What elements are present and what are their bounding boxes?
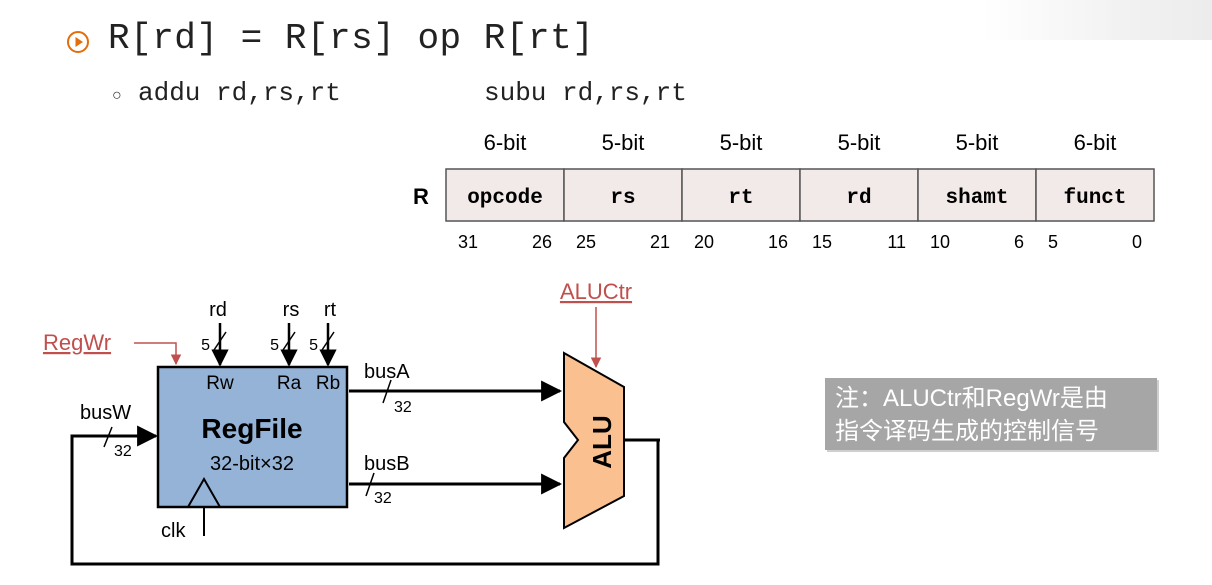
regfile-name: RegFile xyxy=(201,413,302,444)
regfile-box xyxy=(156,365,349,509)
note-line-2: 指令译码生成的控制信号 xyxy=(835,418,1099,445)
field-width-shamt: 5-bit xyxy=(956,130,999,155)
instruction-addu: addu rd,rs,rt xyxy=(138,78,341,108)
field-width-rs: 5-bit xyxy=(602,130,645,155)
regfile-block: RegFile 32-bit×32 Rw Ra Rb xyxy=(156,365,349,509)
bit-hi-rs: 25 xyxy=(576,232,596,252)
regfile-size: 32-bit×32 xyxy=(210,453,294,475)
busw-label: busW xyxy=(80,402,131,424)
field-name-funct: funct xyxy=(1063,187,1126,210)
play-circle-icon xyxy=(67,31,89,53)
note-line-1: 注：ALUCtr和RegWr是由 xyxy=(835,385,1108,412)
bit-hi-funct: 5 xyxy=(1048,232,1058,252)
rd-width: 5 xyxy=(201,337,210,354)
bit-hi-shamt: 10 xyxy=(930,232,950,252)
rs-width: 5 xyxy=(270,337,279,354)
bit-lo-shamt: 6 xyxy=(1014,232,1024,252)
r-format-table: R 6-bit 5-bit 5-bit 5-bit 5-bit 6-bit op… xyxy=(413,130,1155,252)
field-name-rs: rs xyxy=(610,187,635,210)
clk-label: clk xyxy=(161,520,186,542)
input-rd-label: rd xyxy=(209,299,227,321)
regwr-label: RegWr xyxy=(43,330,111,355)
field-name-rt: rt xyxy=(728,187,753,210)
bit-lo-opcode: 26 xyxy=(532,232,552,252)
busw-width: 32 xyxy=(114,443,132,460)
rt-width: 5 xyxy=(309,337,318,354)
bus-a: busA 32 xyxy=(349,361,563,416)
input-rs-label: rs xyxy=(283,299,300,321)
alu-shape xyxy=(563,351,625,530)
field-width-opcode: 6-bit xyxy=(484,130,527,155)
clock-input: clk xyxy=(161,507,205,542)
rd-width-slash xyxy=(213,331,227,351)
register-inputs: rd rs rt 5 5 5 xyxy=(201,299,337,367)
busa-width-slash xyxy=(382,379,392,404)
busa-width: 32 xyxy=(394,399,412,416)
busw-width-slash xyxy=(103,426,113,448)
alu-label: ALU xyxy=(587,415,617,468)
busw-path: busW 32 xyxy=(70,402,660,566)
bit-hi-opcode: 31 xyxy=(458,232,478,252)
busw-wire xyxy=(70,425,660,566)
alu-block: ALUCtr ALU xyxy=(560,279,660,530)
port-rb: Rb xyxy=(316,373,340,394)
field-cell-rs xyxy=(563,168,683,222)
bit-hi-rt: 20 xyxy=(694,232,714,252)
bullet-circle-icon: ○ xyxy=(112,87,122,104)
busb-width-slash xyxy=(365,472,375,497)
field-name-rd: rd xyxy=(846,187,871,210)
busb-label: busB xyxy=(364,453,410,475)
bit-hi-rd: 15 xyxy=(812,232,832,252)
note-box: 注：ALUCtr和RegWr是由 指令译码生成的控制信号 xyxy=(825,378,1157,450)
regwr-signal: RegWr xyxy=(43,330,182,366)
field-cell-funct xyxy=(1035,168,1155,222)
formula-heading: R[rd] = R[rs] op R[rt] xyxy=(108,18,595,59)
busb-width: 32 xyxy=(374,490,392,507)
field-width-rd: 5-bit xyxy=(838,130,881,155)
busa-label: busA xyxy=(364,361,410,383)
rt-width-slash xyxy=(321,331,335,351)
row-label: R xyxy=(413,184,429,209)
bit-lo-funct: 0 xyxy=(1132,232,1142,252)
field-name-opcode: opcode xyxy=(467,187,543,210)
field-name-shamt: shamt xyxy=(945,187,1008,210)
field-width-funct: 6-bit xyxy=(1074,130,1117,155)
bit-lo-rs: 21 xyxy=(650,232,670,252)
field-cell-rd xyxy=(799,168,919,222)
port-rw: Rw xyxy=(206,373,234,394)
clock-triangle xyxy=(187,476,221,508)
bit-lo-rt: 16 xyxy=(768,232,788,252)
input-rt-label: rt xyxy=(324,299,337,321)
field-cell-rt xyxy=(681,168,801,222)
regwr-arrow xyxy=(134,342,182,366)
aluctr-label: ALUCtr xyxy=(560,279,632,304)
field-width-rt: 5-bit xyxy=(720,130,763,155)
bit-lo-rd: 11 xyxy=(887,232,906,252)
corner-decoration xyxy=(982,0,1212,40)
rs-width-slash xyxy=(282,331,296,351)
bus-b: busB 32 xyxy=(349,453,563,507)
instruction-subu: subu rd,rs,rt xyxy=(484,78,687,108)
port-ra: Ra xyxy=(277,373,302,394)
